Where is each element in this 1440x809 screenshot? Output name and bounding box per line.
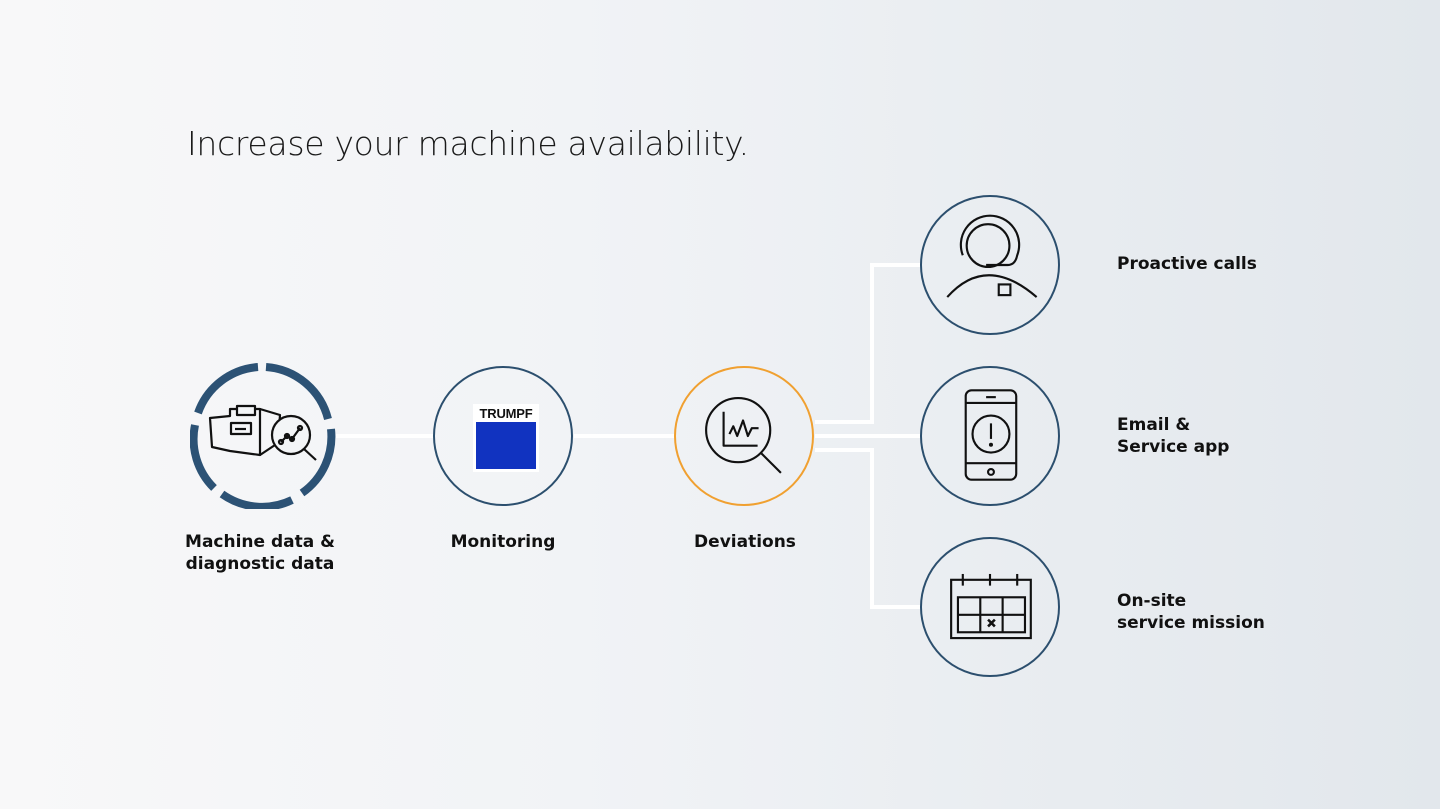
onsite-mission-label: On-site service mission xyxy=(1117,591,1265,633)
page-title: Increase your machine availability. xyxy=(187,124,749,163)
phone-alert-icon xyxy=(964,389,1018,481)
trumpf-logo-square xyxy=(476,422,536,469)
monitoring-node: TRUMPF xyxy=(433,366,573,506)
machine-analysis-icon xyxy=(208,404,317,461)
calendar-icon xyxy=(950,573,1032,640)
monitoring-label: Monitoring xyxy=(450,532,556,552)
trumpf-logo: TRUMPF xyxy=(473,404,539,472)
service-app-node xyxy=(920,366,1060,506)
deviations-node xyxy=(674,366,814,506)
proactive-calls-node xyxy=(920,195,1060,335)
cycle-ring-icon xyxy=(190,363,336,509)
machine-data-node xyxy=(190,363,336,509)
chart-magnifier-icon xyxy=(705,397,782,474)
machine-data-label: Machine data & diagnostic data xyxy=(185,532,335,574)
proactive-calls-label: Proactive calls xyxy=(1117,254,1257,274)
onsite-mission-node xyxy=(920,537,1060,677)
deviations-label: Deviations xyxy=(694,532,796,552)
service-app-label: Email & Service app xyxy=(1117,415,1230,457)
headset-agent-icon xyxy=(946,214,1038,298)
